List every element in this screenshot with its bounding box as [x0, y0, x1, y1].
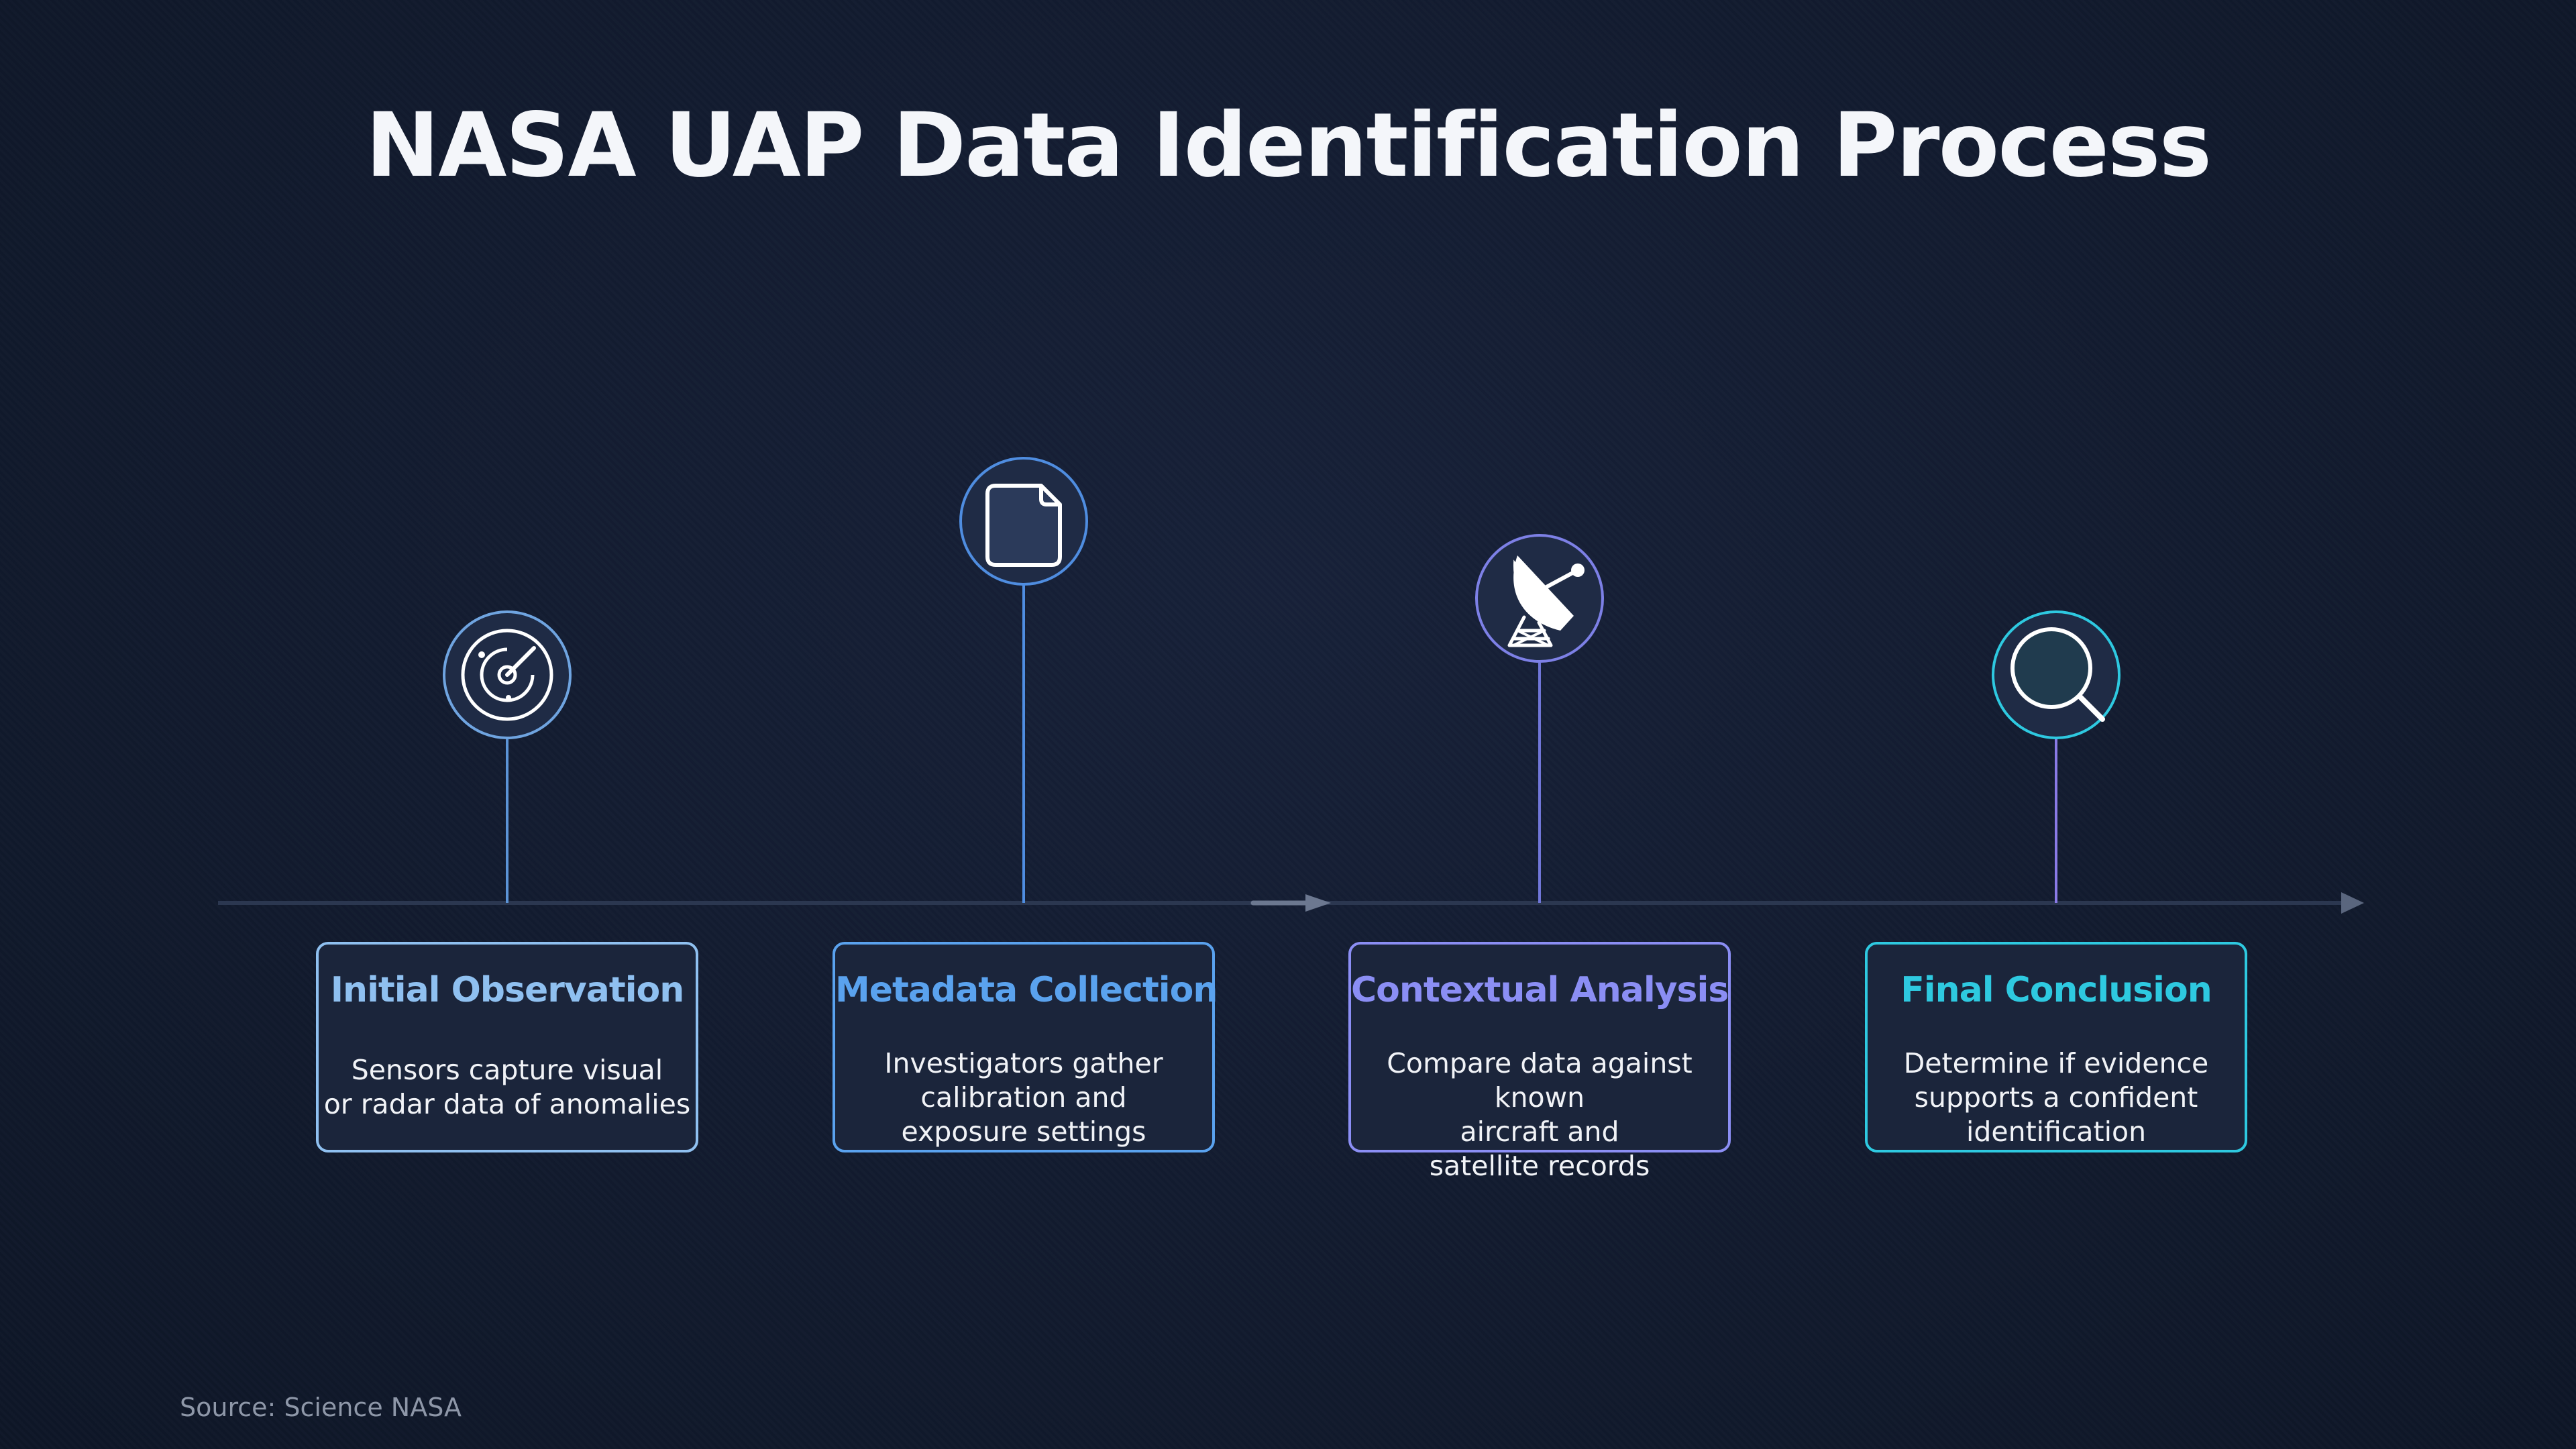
step-description-line: exposure settings	[901, 1116, 1146, 1148]
step-description: Compare data against known aircraft and …	[1338, 1046, 1741, 1183]
step-title: Contextual Analysis	[1351, 970, 1729, 1010]
step-description-line: Compare data against known	[1387, 1047, 1693, 1114]
source-note: Source: Science NASA	[180, 1393, 462, 1422]
step-card-initial-observation: Initial Observation Sensors capture visu…	[316, 942, 698, 1152]
step-description-line: Investigators gather	[884, 1047, 1163, 1079]
step-description-line: satellite records	[1429, 1150, 1650, 1182]
step-description-line: supports a confident	[1914, 1081, 2198, 1114]
satellite-dish-icon	[1475, 534, 1604, 663]
step-description-line: calibration and	[920, 1081, 1127, 1114]
step-title: Initial Observation	[330, 970, 685, 1010]
step-description: Investigators gather calibration and exp…	[822, 1046, 1226, 1149]
magnifier-icon	[1992, 610, 2121, 739]
document-icon	[959, 457, 1088, 586]
step-description: Determine if evidence supports a confide…	[1854, 1046, 2258, 1149]
page-title: NASA UAP Data Identification Process	[365, 94, 2212, 197]
step-description-line: Sensors capture visual	[351, 1054, 663, 1086]
step-description-line: or radar data of anomalies	[323, 1088, 691, 1120]
step-description-line: aircraft and	[1460, 1116, 1619, 1148]
step-card-metadata-collection: Metadata Collection Investigators gather…	[833, 942, 1218, 1152]
step-card-contextual-analysis: Contextual Analysis Compare data against…	[1348, 942, 1731, 1182]
timeline-mid-arrow-icon	[1305, 894, 1331, 912]
timeline-end-arrow-icon	[2341, 892, 2364, 914]
step-title: Final Conclusion	[1900, 970, 2212, 1010]
step-card-final-conclusion: Final Conclusion Determine if evidence s…	[1865, 942, 2247, 1152]
step-description-line: identification	[1966, 1116, 2147, 1148]
step-description: Sensors capture visual or radar data of …	[305, 1053, 709, 1122]
step-description-line: Determine if evidence	[1903, 1047, 2209, 1079]
step-title: Metadata Collection	[835, 970, 1218, 1010]
radar-icon	[443, 610, 572, 739]
